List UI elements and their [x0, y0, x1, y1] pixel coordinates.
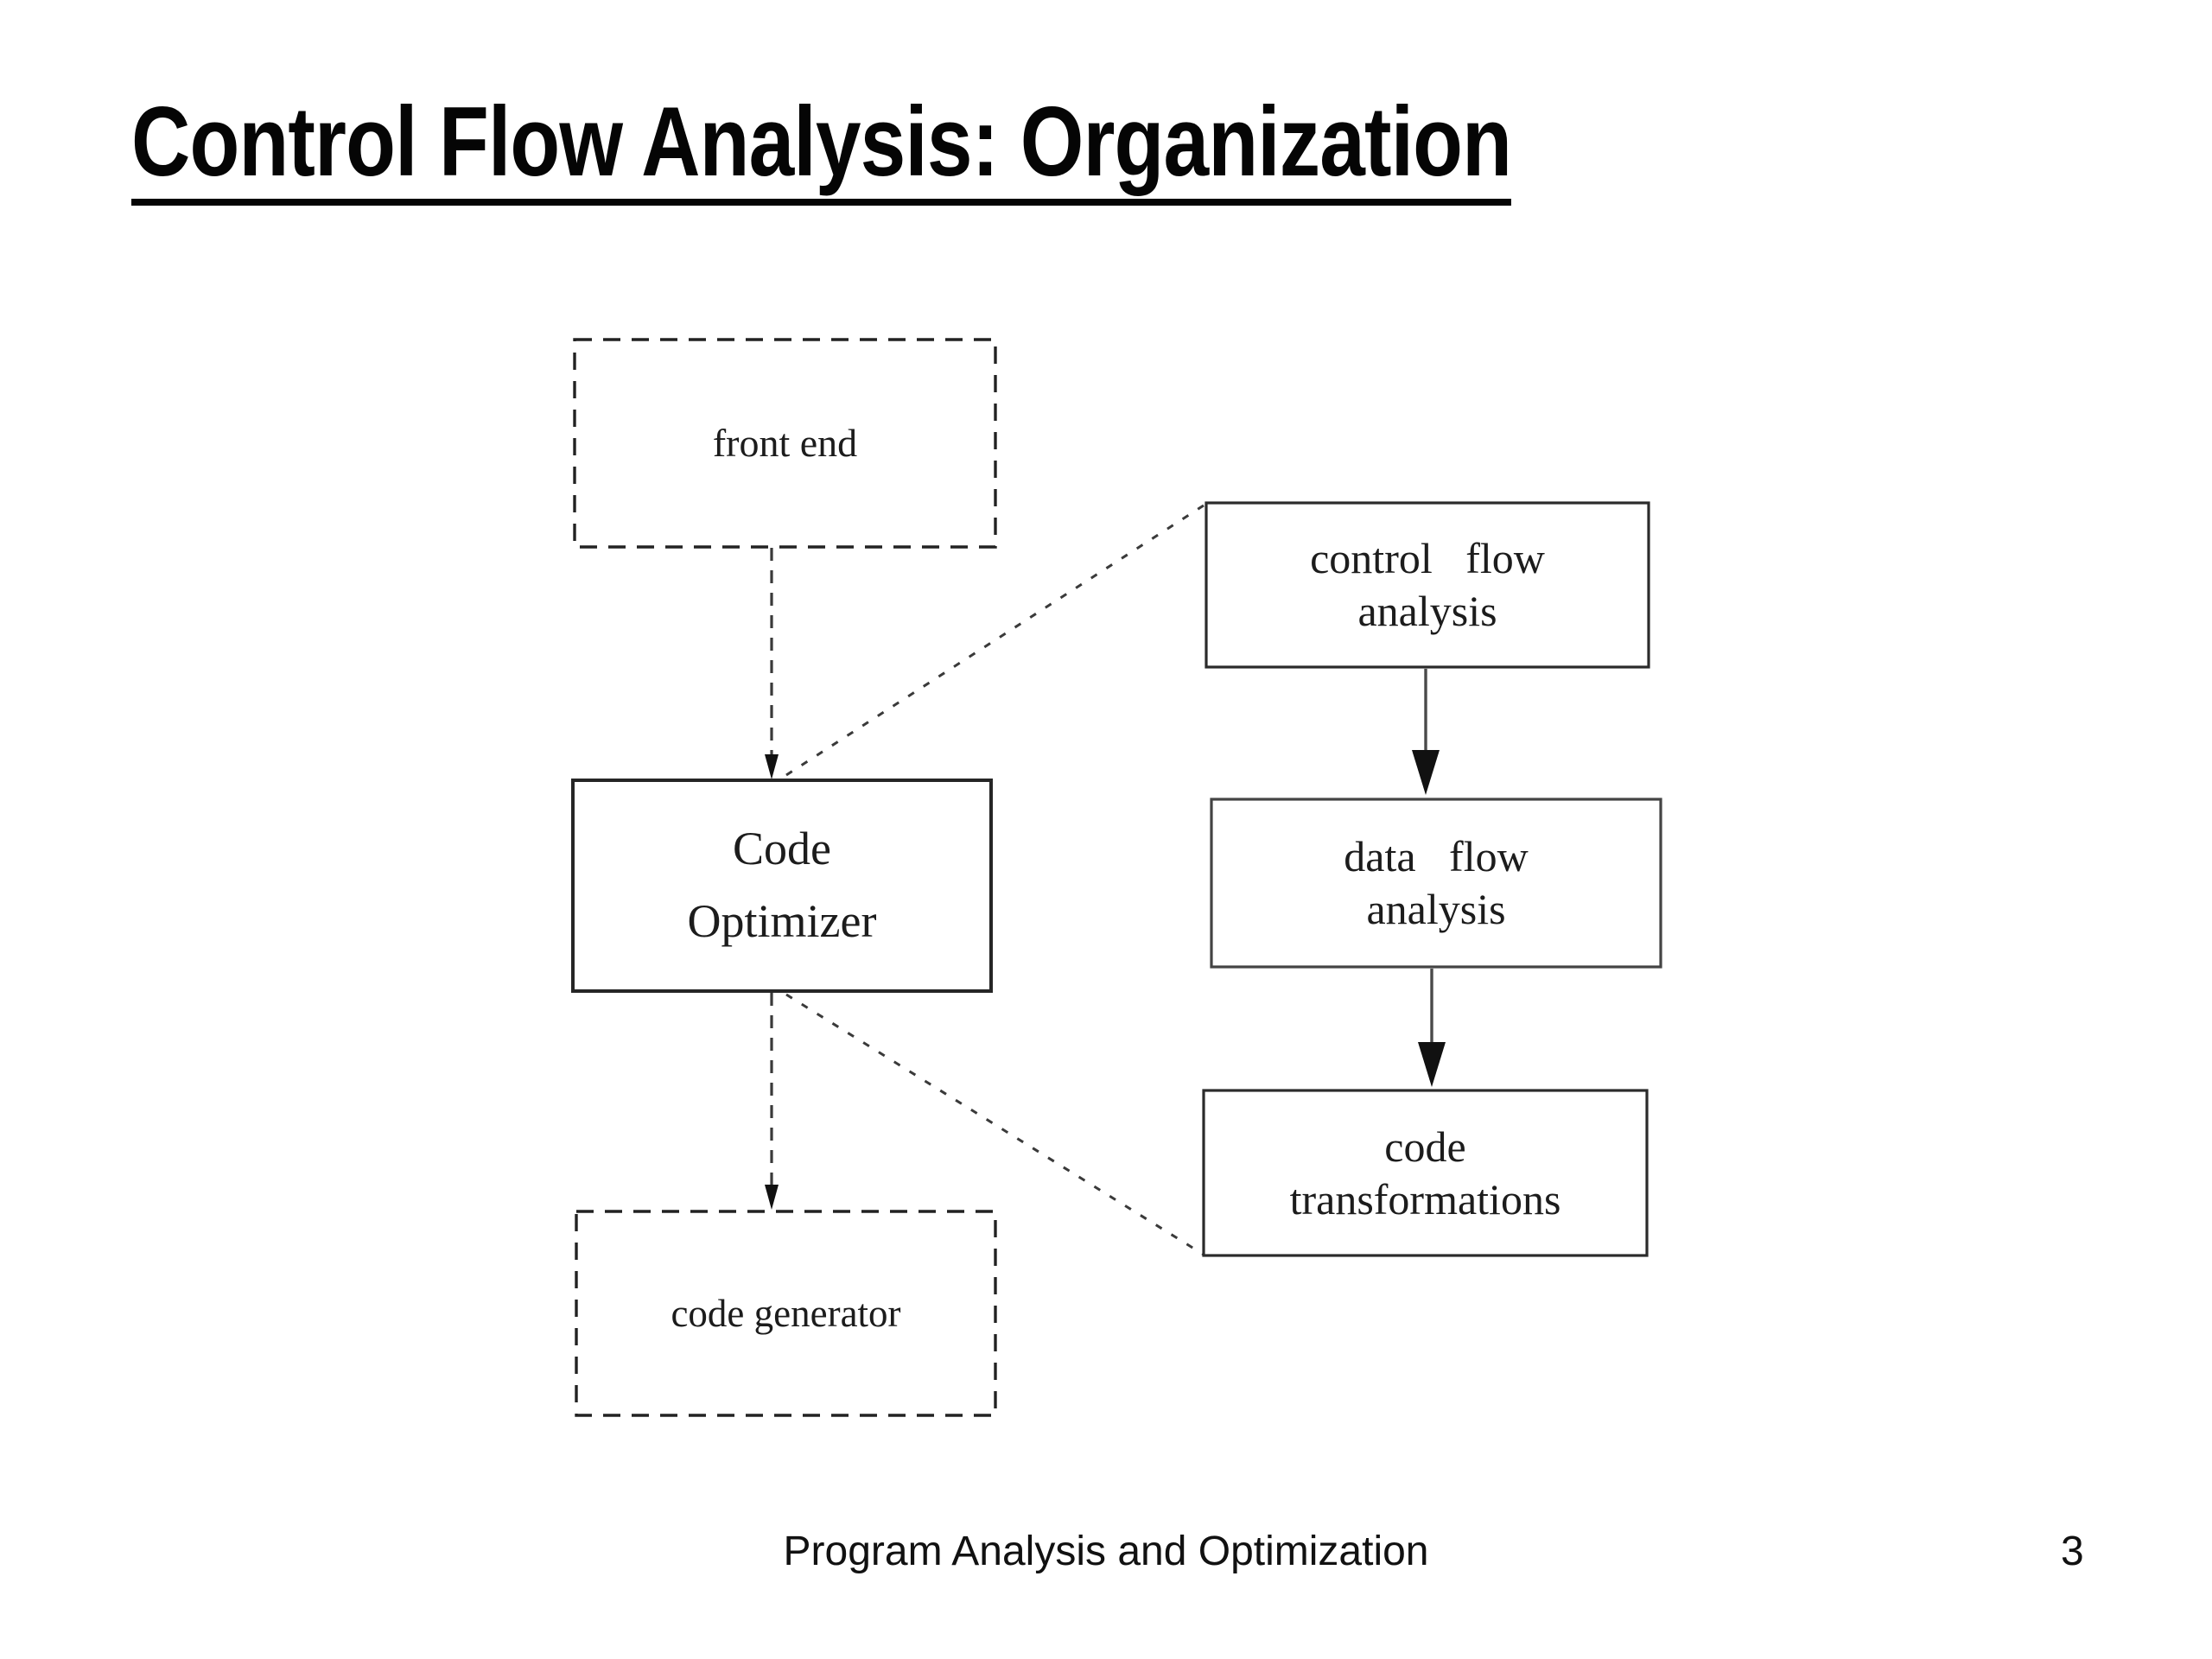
- code-optimizer-box: [571, 779, 993, 993]
- front-end-box: [573, 338, 997, 549]
- arrowhead-data-flow-to-code-transformations-icon: [1418, 1042, 1446, 1087]
- arrowhead-code-optimizer-to-code-generator-icon: [765, 1185, 779, 1210]
- arrowhead-control-flow-to-data-flow-icon: [1412, 750, 1440, 795]
- slide-title: Control Flow Analysis: Organization: [131, 93, 1512, 206]
- footer-text: Program Analysis and Optimization: [783, 1529, 1429, 1574]
- code-generator-box: [575, 1210, 997, 1417]
- control-flow-analysis-box: [1205, 501, 1650, 669]
- arrowhead-front-end-to-code-optimizer-icon: [765, 754, 779, 779]
- page-number: 3: [2061, 1529, 2084, 1574]
- code-transformations-box: [1202, 1089, 1649, 1257]
- data-flow-analysis-box: [1210, 798, 1662, 969]
